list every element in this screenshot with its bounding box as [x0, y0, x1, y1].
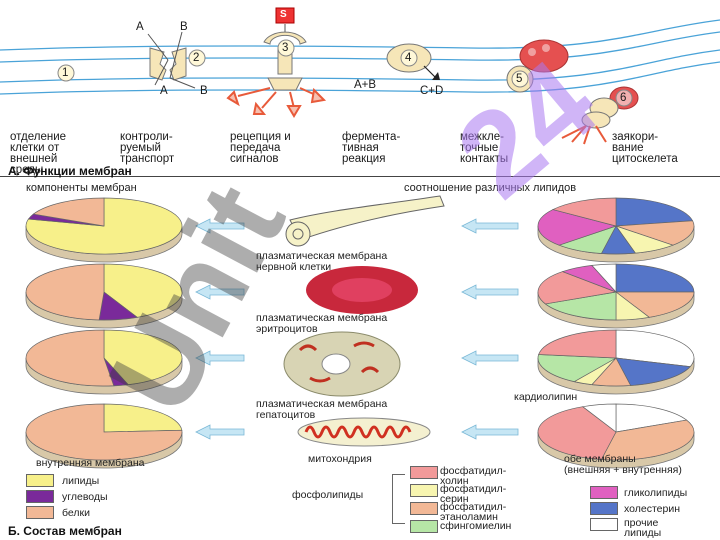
- pie-slice-2: [32, 197, 105, 227]
- membrane-bilayer: [0, 19, 720, 95]
- pie-nerve_components: [25, 197, 183, 263]
- transport-a-bottom: A: [160, 85, 168, 97]
- pie-slice-6: [551, 197, 617, 227]
- caption-nerve: плазматическая мембрана нервной клетки: [256, 250, 388, 273]
- pie-slice-0: [615, 403, 688, 433]
- function-enzymatic: фермента- тивная реакция: [342, 131, 401, 165]
- reaction-product: C+D: [420, 85, 444, 97]
- pie-slice-6: [591, 263, 617, 293]
- legend-carbs: углеводы: [62, 491, 108, 503]
- pie-slice-0: [615, 329, 695, 368]
- pie-slice-4: [537, 271, 618, 305]
- caption-hepatocyte: плазматическая мембрана гепатоцитов: [256, 398, 388, 421]
- section-b-title: Б. Состав мембран: [8, 524, 122, 538]
- pie-slice-0: [103, 263, 183, 318]
- pie-slice-3: [544, 291, 617, 321]
- legend-box-glycolipids: [590, 486, 618, 499]
- function-anchoring: заякори- вание цитоскелета: [612, 131, 678, 165]
- caption-both-membranes: обе мембраны (внешняя + внутренняя): [564, 453, 682, 476]
- legend-sm: сфингомиелин: [440, 520, 512, 532]
- right-header: соотношение различных липидов: [404, 182, 577, 194]
- pie-slice-0: [615, 197, 694, 227]
- legend-glycolipids: гликолипиды: [624, 487, 688, 499]
- marker-5: 5: [516, 73, 523, 85]
- arrows: [195, 218, 519, 440]
- pie-slice-1: [615, 220, 695, 246]
- marker-4: 4: [405, 52, 412, 64]
- pie-slice-5: [537, 209, 618, 246]
- erythrocyte-image: [306, 266, 418, 314]
- mitochondrion-image: [297, 417, 431, 447]
- section-a-title: А. Функции мембран: [8, 164, 132, 178]
- legend-bracket: [392, 474, 405, 524]
- pie-hepatocyte_components: [25, 329, 183, 395]
- transport-b-top: B: [180, 21, 188, 33]
- transport-a-top: A: [136, 21, 144, 33]
- pie-mito_inner_components: [25, 403, 183, 469]
- pie-slice-0: [103, 329, 183, 385]
- pie-slice-0: [615, 263, 695, 293]
- left-header: компоненты мембран: [26, 182, 137, 194]
- legend-ps: фосфатидил- серин: [440, 483, 507, 505]
- membrane-functions-diagram: [0, 7, 720, 145]
- reaction-substrate: A+B: [354, 79, 377, 91]
- transport-b-bottom: B: [200, 85, 208, 97]
- caption-cardiolipin: кардиолипин: [514, 391, 578, 403]
- pie-erythrocyte_lipids: [537, 263, 695, 329]
- function-signaling: рецепция и передача сигналов: [230, 131, 291, 165]
- marker-6: 6: [620, 92, 627, 104]
- cell-contact-protein: [506, 39, 569, 93]
- legend-phospholipids-group: фосфолипиды: [292, 489, 364, 501]
- pie-erythrocyte_components: [25, 263, 183, 329]
- pie-slice-0: [103, 403, 183, 433]
- marker-1: 1: [62, 67, 69, 79]
- pie-nerve_lipids: [537, 197, 695, 263]
- pie-slice-2: [25, 263, 105, 321]
- legend-box-other: [590, 518, 618, 531]
- pie-hepatocyte_lipids: [537, 329, 695, 395]
- legend-box-proteins: [26, 506, 54, 519]
- pie-slice-5: [538, 329, 617, 359]
- pie-slice-4: [537, 354, 618, 383]
- legend-box-carbs: [26, 490, 54, 503]
- function-separation: отделение клетки от внешней среды: [10, 131, 67, 176]
- pie-slice-1: [615, 357, 691, 386]
- pie-slice-2: [537, 406, 617, 460]
- hepatocyte-image: [283, 331, 401, 397]
- transport-protein: [147, 31, 196, 89]
- legend-box-lipids: [26, 474, 54, 487]
- legend-other: прочие липиды: [624, 517, 662, 539]
- legend-pe: фосфатидил- этаноламин: [440, 501, 507, 523]
- signal-arrows: [226, 87, 327, 118]
- legend-cholesterol: холестерин: [624, 503, 680, 515]
- marker-3: 3: [282, 42, 289, 54]
- caption-erythrocyte: плазматическая мембрана эритроцитов: [256, 312, 388, 335]
- caption-mitochondrion: митохондрия: [308, 453, 372, 465]
- legend-box-cholesterol: [590, 502, 618, 515]
- legend-box-sm: [410, 520, 438, 533]
- legend-pc: фосфатидил- холин: [440, 465, 507, 487]
- pie-slice-1: [614, 291, 695, 318]
- legend-box-pc: [410, 466, 438, 479]
- legend-box-pe: [410, 502, 438, 515]
- pie-slice-2: [25, 329, 115, 387]
- pie-mito_lipids: [537, 403, 695, 469]
- pie-slice-3: [581, 403, 617, 433]
- caption-inner-membrane: внутренняя мембрана: [36, 457, 145, 469]
- signal-badge: S: [280, 9, 287, 20]
- receptor-protein: [263, 7, 307, 91]
- nerve-cell-image: [285, 195, 445, 247]
- legend-proteins: белки: [62, 507, 90, 519]
- markers: [57, 39, 633, 107]
- legend-box-ps: [410, 484, 438, 497]
- function-transport: контроли- руемый транспорт: [120, 131, 175, 165]
- pie-slice-1: [25, 403, 183, 461]
- legend-lipids: липиды: [62, 475, 100, 487]
- pie-slice-1: [600, 419, 695, 461]
- function-contacts: межкле- точные контакты: [460, 131, 509, 165]
- marker-2: 2: [193, 52, 200, 64]
- divider-a: [0, 176, 720, 177]
